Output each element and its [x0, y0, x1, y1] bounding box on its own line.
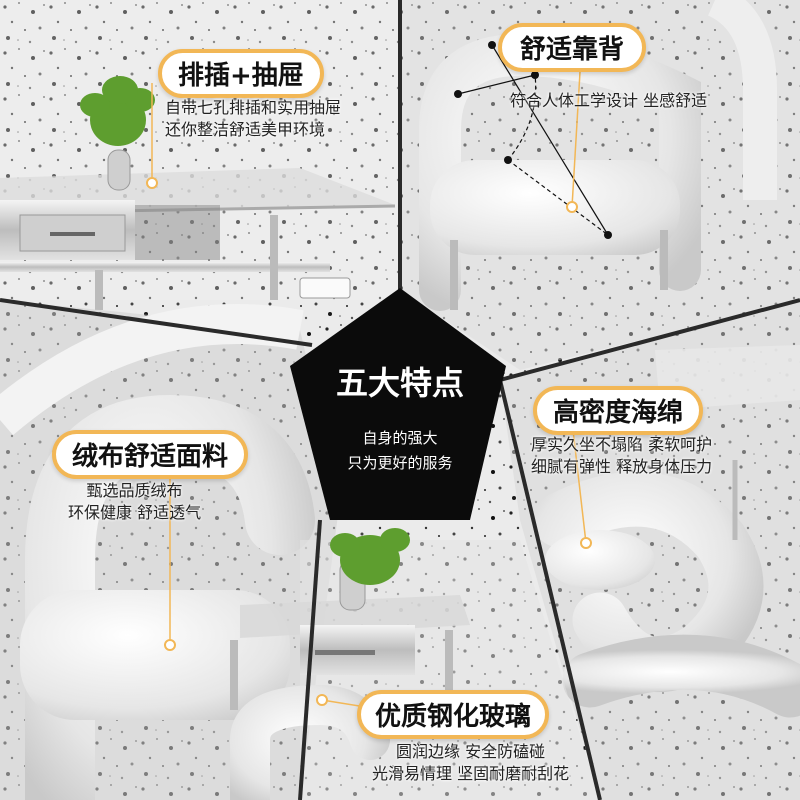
feature-title-sponge: 高密度海绵 — [533, 386, 704, 435]
feature-desc-line: 光滑易情理 坚固耐磨耐刮花 — [372, 764, 570, 783]
center-subtitle-line2: 只为更好的服务 — [347, 454, 453, 472]
feature-desc-line: 圆润边缘 安全防磕碰 — [396, 742, 546, 761]
callout-dots — [146, 177, 592, 706]
feature-desc-line: 还你整洁舒适美甲环境 — [165, 120, 326, 139]
center-title: 五大特点 — [335, 364, 464, 402]
feature-desc-backrest: 符合人体工学设计 坐感舒适 — [510, 90, 707, 112]
feature-title-tempered-glass: 优质钢化玻璃 — [357, 690, 550, 739]
feature-title-velvet-fabric: 绒布舒适面料 — [52, 430, 249, 479]
feature-desc-tempered-glass: 圆润边缘 安全防磕碰 光滑易情理 坚固耐磨耐刮花 — [372, 741, 569, 785]
table-drawer-photo — [0, 0, 400, 310]
feature-desc-line: 甄选品质绒布 — [86, 481, 183, 500]
feature-desc-sponge: 厚实久坐不塌陷 柔软呵护 细腻有弹性 释放身体压力 — [531, 434, 712, 478]
chair-back-photo — [400, 0, 800, 370]
feature-desc-line: 环保健康 舒适透气 — [68, 503, 202, 522]
feature-desc-velvet-fabric: 甄选品质绒布 环保健康 舒适透气 — [68, 480, 201, 524]
feature-title-power-drawer: 排插+抽屉 — [158, 49, 324, 98]
feature-desc-line: 厚实久坐不塌陷 柔软呵护 — [531, 435, 713, 454]
feature-desc-line: 符合人体工学设计 坐感舒适 — [510, 91, 708, 110]
feature-desc-line: 细腻有弹性 释放身体压力 — [531, 457, 713, 476]
center-pentagon — [290, 288, 506, 520]
center-subtitle-line1: 自身的强大 — [362, 429, 438, 447]
feature-title-backrest: 舒适靠背 — [498, 23, 647, 72]
feature-desc-line: 自带七孔排插和实用抽屉 — [165, 98, 342, 117]
feature-desc-power-drawer: 自带七孔排插和实用抽屉 还你整洁舒适美甲环境 — [165, 97, 341, 141]
center-subtitle: 自身的强大 只为更好的服务 — [300, 426, 500, 476]
